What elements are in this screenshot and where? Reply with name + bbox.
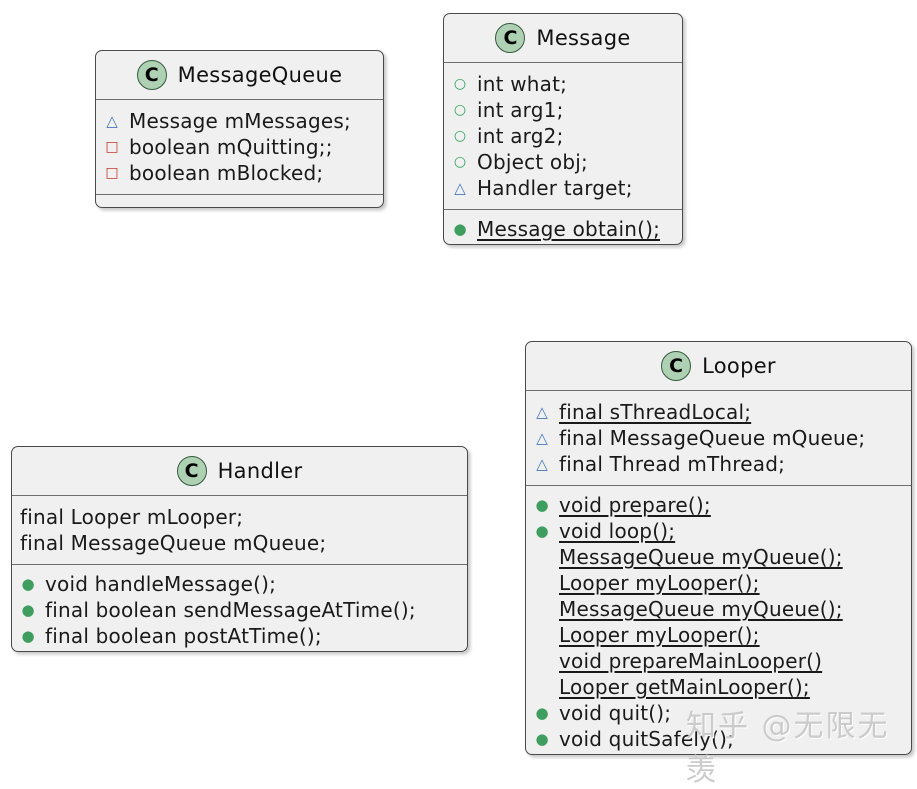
protected-triangle-icon: △ [536,402,548,421]
class-badge-icon: C [136,60,167,90]
attribute-text: final MessageQueue mQueue; [559,426,866,450]
methods-section-empty [96,195,383,207]
zhihu-watermark: 知乎 @无限无羡 [686,709,890,788]
attribute-row: ○ Object obj; [452,149,672,175]
methods-section: ● void prepare(); ● void loop(); ● Messa… [526,486,911,754]
method-text: Looper getMainLooper(); [559,675,810,699]
method-row: ● void loop(); [534,518,901,544]
method-row: ● void quit(); [534,700,901,726]
method-text: void quitSafely(); [559,727,735,751]
protected-triangle-icon: △ [106,111,118,130]
attribute-row: ○ int arg2; [452,123,672,149]
attribute-text: final MessageQueue mQueue; [20,531,327,555]
method-row: ● void prepare(); [534,492,901,518]
method-row: ● MessageQueue myQueue(); [534,544,901,570]
attribute-text: Handler target; [477,176,633,200]
class-header: C MessageQueue [96,51,383,100]
attribute-row: ○ int what; [452,71,672,97]
protected-triangle-icon: △ [536,454,548,473]
attribute-row: △ Handler target; [452,175,672,201]
attribute-text: Object obj; [477,150,588,174]
methods-section: ● Message obtain(); [444,210,682,244]
class-badge-icon: C [176,456,207,486]
attribute-row: △ Message mMessages; [104,108,373,134]
attribute-row: △ final MessageQueue mQueue; [534,425,901,451]
attribute-text: int arg1; [477,98,564,122]
package-circle-icon: ○ [453,128,467,144]
class-box-message: C Message ○ int what; ○ int arg1; ○ int … [443,13,683,245]
method-text: Message obtain(); [477,217,661,241]
class-header: C Handler [12,447,467,496]
class-header: C Looper [526,342,911,391]
method-row: ● Message obtain(); [452,216,672,242]
attributes-section: final Looper mLooper; final MessageQueue… [12,496,467,565]
package-circle-icon: ○ [453,154,467,170]
class-box-looper: C Looper △ final sThreadLocal; △ final M… [525,341,912,755]
attribute-text: Message mMessages; [129,109,351,133]
attribute-row: △ final sThreadLocal; [534,399,901,425]
attribute-row: final Looper mLooper; [20,504,457,530]
public-method-icon: ● [535,703,549,722]
protected-triangle-icon: △ [454,178,466,197]
public-method-icon: ● [21,574,35,593]
method-text: final boolean sendMessageAtTime(); [45,598,416,622]
attributes-section: △ Message mMessages; □ boolean mQuitting… [96,100,383,195]
attribute-row: △ final Thread mThread; [534,451,901,477]
attribute-row: final MessageQueue mQueue; [20,530,457,556]
public-method-icon: ● [535,729,549,748]
class-badge-icon: C [661,351,692,381]
class-title: Looper [702,354,776,378]
attribute-row: ○ int arg1; [452,97,672,123]
attribute-row: □ boolean mQuitting;; [104,134,373,160]
attributes-section: ○ int what; ○ int arg1; ○ int arg2; ○ Ob… [444,63,682,210]
method-text: MessageQueue myQueue(); [559,597,843,621]
class-box-messagequeue: C MessageQueue △ Message mMessages; □ bo… [95,50,384,208]
methods-section: ● void handleMessage(); ● final boolean … [12,565,467,651]
attribute-row: □ boolean mBlocked; [104,160,373,186]
attributes-section: △ final sThreadLocal; △ final MessageQue… [526,391,911,486]
attribute-text: int arg2; [477,124,564,148]
class-title: Handler [217,459,303,483]
method-row: ● void prepareMainLooper() [534,648,901,674]
method-text: void prepare(); [559,493,711,517]
private-square-icon: □ [105,139,119,155]
method-row: ● MessageQueue myQueue(); [534,596,901,622]
method-text: final boolean postAtTime(); [45,624,322,648]
attribute-text: boolean mBlocked; [129,161,324,185]
public-method-icon: ● [21,600,35,619]
package-circle-icon: ○ [453,102,467,118]
method-text: void loop(); [559,519,676,543]
public-method-icon: ● [453,219,467,238]
method-row: ● Looper getMainLooper(); [534,674,901,700]
method-text: Looper myLooper(); [559,571,760,595]
attribute-text: final sThreadLocal; [559,400,752,424]
method-row: ● final boolean postAtTime(); [20,623,457,649]
public-method-icon: ● [535,521,549,540]
attribute-text: final Looper mLooper; [20,505,244,529]
public-method-icon: ● [21,626,35,645]
method-text: MessageQueue myQueue(); [559,545,843,569]
method-row: ● Looper myLooper(); [534,570,901,596]
attribute-text: int what; [477,72,568,96]
class-badge-icon: C [495,23,526,53]
method-row: ● void quitSafely(); [534,726,901,752]
method-row: ● final boolean sendMessageAtTime(); [20,597,457,623]
method-text: void prepareMainLooper() [559,649,823,673]
class-box-handler: C Handler final Looper mLooper; final Me… [11,446,468,652]
protected-triangle-icon: △ [536,428,548,447]
class-header: C Message [444,14,682,63]
method-text: void handleMessage(); [45,572,277,596]
private-square-icon: □ [105,165,119,181]
class-title: MessageQueue [177,63,343,87]
method-text: Looper myLooper(); [559,623,760,647]
package-circle-icon: ○ [453,76,467,92]
class-title: Message [536,26,631,50]
method-row: ● Looper myLooper(); [534,622,901,648]
attribute-text: boolean mQuitting;; [129,135,333,159]
public-method-icon: ● [535,495,549,514]
attribute-text: final Thread mThread; [559,452,786,476]
method-text: void quit(); [559,701,672,725]
method-row: ● void handleMessage(); [20,571,457,597]
